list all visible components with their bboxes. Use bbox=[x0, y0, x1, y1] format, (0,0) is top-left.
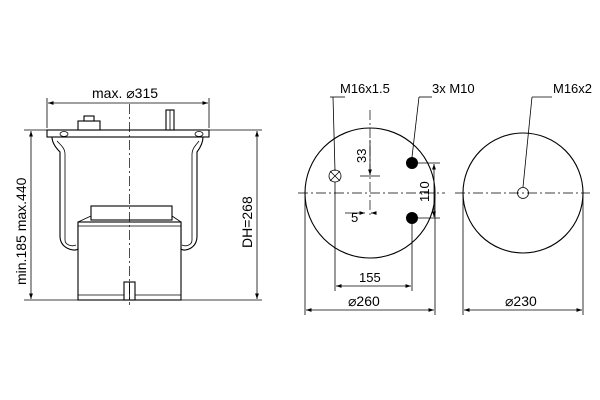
holes-label-3x-m10: 3x M10 bbox=[432, 81, 475, 96]
dim-110: 110 bbox=[417, 181, 432, 202]
thread-hole-m16x2 bbox=[517, 187, 529, 199]
bellows-outline bbox=[51, 136, 204, 251]
dia-260-label: ⌀260 bbox=[348, 293, 380, 309]
max-diameter-label: max. ⌀315 bbox=[92, 85, 158, 101]
side-view: max. ⌀315 min.185 max.440 DH=268 bbox=[13, 85, 262, 305]
top-view: M16x1.5 3x M10 33 110 5 155 ⌀260 bbox=[298, 81, 475, 315]
air-fitting bbox=[77, 120, 101, 131]
thread-label-m16x1-5: M16x1.5 bbox=[340, 81, 390, 96]
m10-hole-bottom bbox=[406, 212, 418, 224]
dia-230-label: ⌀230 bbox=[505, 293, 537, 309]
dim-5: 5 bbox=[351, 210, 358, 225]
design-height-label: DH=268 bbox=[239, 196, 255, 248]
dim-155: 155 bbox=[359, 270, 381, 285]
top-plate bbox=[46, 129, 210, 138]
m10-hole-top bbox=[406, 157, 418, 169]
bellows-inner-line bbox=[56, 140, 200, 247]
bottom-view: M16x2 ⌀230 bbox=[455, 81, 592, 315]
thread-label-m16x2: M16x2 bbox=[553, 81, 592, 96]
height-range-label: min.185 max.440 bbox=[13, 177, 29, 285]
piston-top-ring bbox=[90, 205, 173, 221]
dim-33: 33 bbox=[354, 149, 369, 163]
